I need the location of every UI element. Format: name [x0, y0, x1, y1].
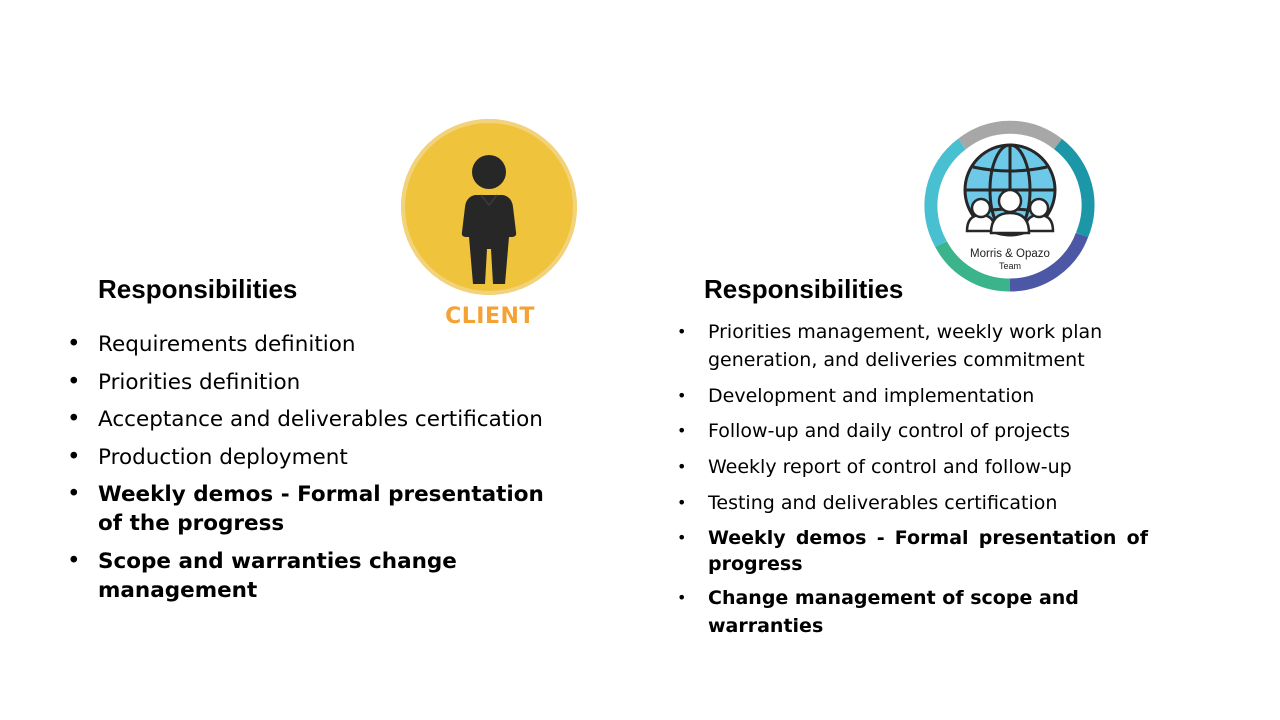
- list-item: •Weekly demos - Formal presentation of p…: [677, 527, 1148, 576]
- bullet: •: [67, 331, 81, 357]
- bullet: •: [67, 443, 81, 470]
- bullet: •: [677, 588, 687, 608]
- team-responsibilities-list: •Priorities management, weekly work plan…: [677, 319, 1148, 649]
- client-responsibilities-heading: Responsibilities: [98, 274, 298, 304]
- list-item: •Priorities management, weekly work plan…: [677, 321, 1103, 371]
- client-person-icon: [401, 119, 577, 295]
- list-item: •Weekly report of control and follow-up: [677, 456, 1072, 479]
- bullet: •: [677, 457, 687, 477]
- list-item: •Requirements definition: [67, 331, 356, 357]
- list-item: •Acceptance and deliverables certificati…: [67, 406, 543, 432]
- globe-team-icon: Morris & Opazo Team: [921, 119, 1099, 297]
- bullet: •: [67, 481, 81, 507]
- bullet: •: [67, 406, 81, 432]
- list-item: •Scope and warranties change management: [67, 547, 457, 603]
- list-item: •Production deployment: [67, 443, 348, 470]
- team-responsibilities-heading: Responsibilities: [704, 274, 904, 304]
- bullet: •: [677, 385, 687, 405]
- list-item: •Change management of scope and warranti…: [677, 587, 1079, 638]
- bullet: •: [67, 547, 81, 574]
- team-logo-line2: Team: [999, 261, 1021, 271]
- bullet: •: [677, 528, 687, 548]
- team-logo-line1: Morris & Opazo: [970, 248, 1050, 260]
- bullet: •: [677, 492, 687, 512]
- list-item: •Weekly demos - Formal presentation of t…: [67, 481, 544, 536]
- bullet: •: [677, 421, 687, 441]
- bullet: •: [67, 368, 81, 395]
- list-item: •Follow-up and daily control of projects: [677, 420, 1071, 443]
- list-item: •Testing and deliverables certification: [677, 491, 1058, 514]
- client-responsibilities-list: •Requirements definition •Priorities def…: [67, 330, 558, 613]
- client-label: CLIENT: [445, 304, 535, 329]
- list-item: •Priorities definition: [67, 368, 301, 395]
- list-item: •Development and implementation: [677, 384, 1035, 407]
- bullet: •: [677, 322, 687, 341]
